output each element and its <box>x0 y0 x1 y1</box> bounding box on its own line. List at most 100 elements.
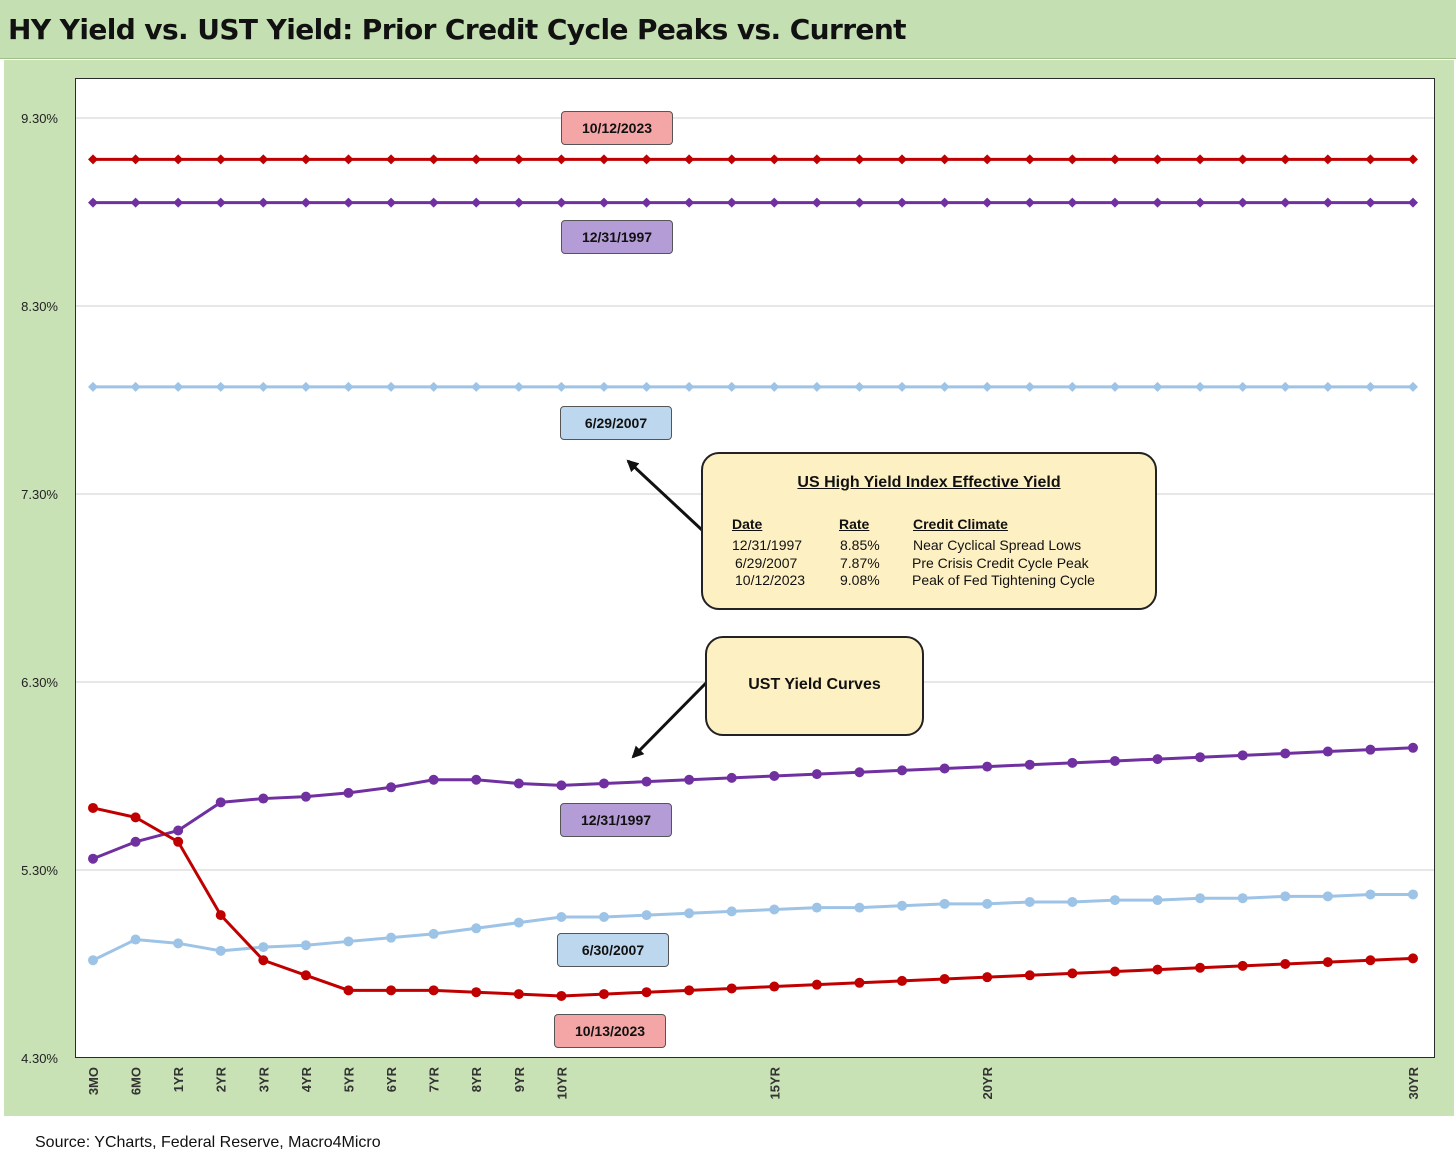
ust-point <box>1280 748 1291 759</box>
x-tick-label: 4YR <box>299 1066 314 1092</box>
hy-point <box>854 381 865 392</box>
ust-point <box>641 776 652 787</box>
ust-point <box>471 774 482 785</box>
hy-point <box>641 197 652 208</box>
ust-point <box>854 767 865 778</box>
hy-point <box>130 381 141 392</box>
ust-point <box>556 780 567 791</box>
ust-point <box>513 989 524 1000</box>
hy-point <box>1195 154 1206 165</box>
ust-info-text: UST Yield Curves <box>748 676 881 693</box>
hy-point <box>258 154 269 165</box>
hy-1997-label: 12/31/1997 <box>561 220 673 254</box>
ust-point <box>1237 960 1248 971</box>
hy-point <box>1195 197 1206 208</box>
hy-point <box>173 154 184 165</box>
ust-point <box>173 836 184 847</box>
ust-point <box>1408 953 1418 964</box>
ust-point <box>726 906 737 917</box>
hy-point <box>939 197 950 208</box>
hy-point <box>173 197 184 208</box>
hy-point <box>1067 197 1078 208</box>
hy-point <box>1109 154 1120 165</box>
hy-point <box>1408 154 1418 165</box>
hy-point <box>1195 381 1206 392</box>
hy-row-date: 10/12/2023 <box>735 572 806 588</box>
hy-point <box>88 197 98 208</box>
hy-point <box>556 197 567 208</box>
hy-point <box>684 197 695 208</box>
hy-point <box>471 381 482 392</box>
ust-point <box>598 912 609 922</box>
x-tick-label: 30YR <box>1406 1066 1421 1099</box>
ust-point <box>343 936 354 947</box>
ust-point <box>726 772 737 783</box>
hy-point <box>1152 381 1163 392</box>
ust-point <box>258 942 269 953</box>
ust-point <box>1365 889 1376 900</box>
arrow <box>631 681 708 759</box>
hy-point <box>641 381 652 392</box>
x-tick-label: 3MO <box>86 1067 101 1095</box>
source-note: Source: YCharts, Federal Reserve, Macro4… <box>35 1134 381 1151</box>
hy-point <box>471 197 482 208</box>
y-tick-label: 7.30% <box>21 487 58 502</box>
ust-point <box>1024 759 1035 770</box>
ust-point <box>1237 750 1248 761</box>
hy-point <box>1237 197 1248 208</box>
hy-point <box>1024 197 1035 208</box>
ust-point <box>300 791 311 802</box>
chart-title: HY Yield vs. UST Yield: Prior Credit Cyc… <box>8 13 907 46</box>
ust-point <box>343 787 354 798</box>
ust-point <box>258 793 269 804</box>
ust-point <box>1152 964 1163 975</box>
ust-point <box>1024 970 1035 981</box>
hy-point <box>1408 197 1418 208</box>
ust-point <box>769 981 780 992</box>
hy-point <box>258 197 269 208</box>
hy-point <box>939 154 950 165</box>
hy-point <box>1152 154 1163 165</box>
ust-point <box>215 945 226 956</box>
hy-point <box>386 197 397 208</box>
hy-point <box>300 381 311 392</box>
y-tick-label: 5.30% <box>21 863 58 878</box>
hy-point <box>1365 154 1376 165</box>
ust-point <box>1109 755 1120 766</box>
hy-row-rate: 8.85% <box>840 537 880 553</box>
x-tick-label: 15YR <box>767 1066 782 1099</box>
ust-point <box>684 908 695 919</box>
hy-point <box>215 381 226 392</box>
hy-header-date: Date <box>732 516 763 532</box>
hy-point <box>258 381 269 392</box>
ust-point <box>88 955 98 966</box>
hy-row-climate: Peak of Fed Tightening Cycle <box>912 572 1095 588</box>
ust-point <box>1365 955 1376 966</box>
hy-point <box>1024 381 1035 392</box>
hy-point <box>897 381 908 392</box>
hy-point <box>897 154 908 165</box>
y-tick-label: 4.30% <box>21 1051 58 1066</box>
ust-point <box>88 853 98 864</box>
x-tick-label: 5YR <box>341 1066 356 1092</box>
ust-point <box>1067 968 1078 979</box>
hy-point <box>556 381 567 392</box>
title-bar: HY Yield vs. UST Yield: Prior Credit Cyc… <box>0 0 1456 59</box>
hy-point <box>684 154 695 165</box>
hy-point <box>428 381 439 392</box>
hy-info-box: US High Yield Index Effective Yield Date… <box>701 452 1157 610</box>
hy-point <box>343 197 354 208</box>
ust-point <box>811 769 822 780</box>
hy-point <box>513 197 524 208</box>
ust-point <box>854 977 865 988</box>
ust-point <box>769 771 780 781</box>
hy-point <box>1408 381 1418 392</box>
hy-header-climate: Credit Climate <box>913 516 1008 532</box>
hy-point <box>556 154 567 165</box>
x-tick-label: 20YR <box>980 1066 995 1099</box>
hy-point <box>598 197 609 208</box>
hy-point <box>1152 197 1163 208</box>
ust-point <box>1322 746 1333 757</box>
hy-row-rate: 9.08% <box>840 572 880 588</box>
x-tick-label: 6MO <box>129 1067 144 1095</box>
